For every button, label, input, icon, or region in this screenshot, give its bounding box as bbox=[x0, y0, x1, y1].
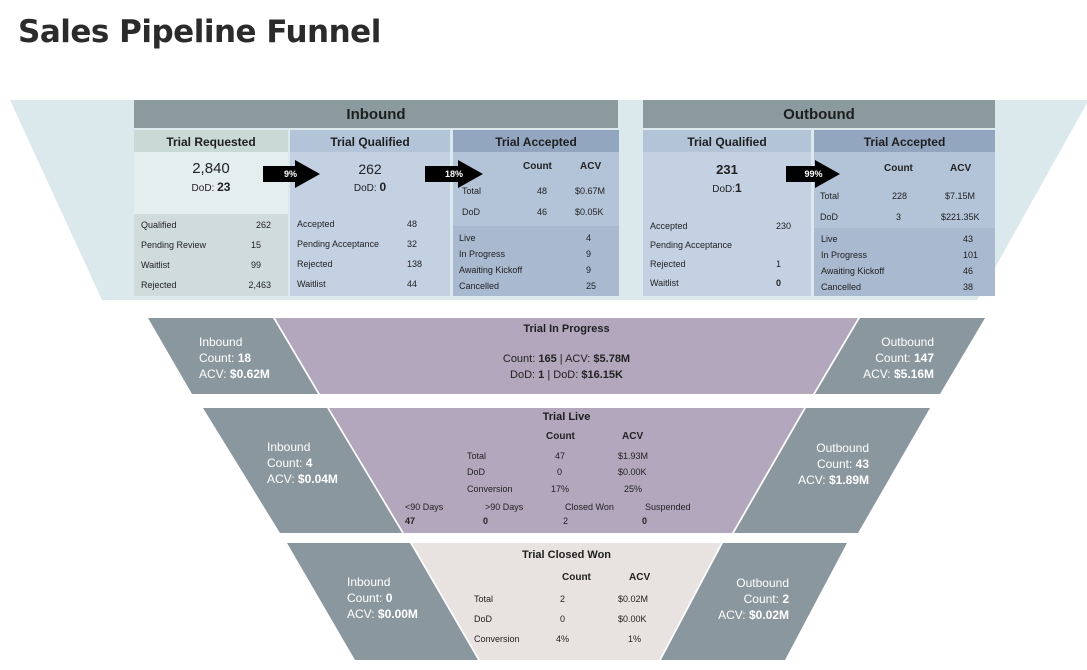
trial-requested-body bbox=[134, 214, 288, 296]
inbound-accepted-dod-acv: $0.05K bbox=[575, 207, 604, 217]
inbound-header: Inbound bbox=[346, 106, 406, 123]
inbound-accepted-dod-label: DoD bbox=[462, 207, 481, 217]
inbound-accepted-total-count: 48 bbox=[537, 186, 548, 196]
in-progress-outbound-summary: Outbound Count: 147 ACV: $5.16M bbox=[863, 335, 934, 381]
closed-won-title: Trial Closed Won bbox=[521, 549, 612, 561]
closed-won-center-panel bbox=[412, 543, 721, 660]
outbound-accepted-col-count: Count bbox=[884, 163, 913, 174]
inbound-trial-accepted-top bbox=[453, 152, 619, 226]
trial-requested-count: 2,840 bbox=[192, 160, 230, 177]
inbound-trial-qualified-head bbox=[290, 130, 450, 152]
outbound-accepted-col-acv: ACV bbox=[950, 163, 972, 174]
live-title: Trial Live bbox=[542, 411, 591, 423]
live-outbound-summary: Outbound Count: 43 ACV: $1.89M bbox=[798, 441, 869, 487]
live-inbound-summary: Inbound Count: 4 ACV: $0.04M bbox=[267, 440, 338, 486]
trial-requested-dod: DoD: 23 bbox=[191, 180, 231, 194]
bucket-value: 2 bbox=[563, 516, 569, 526]
in-progress-right-panel bbox=[815, 318, 985, 394]
inbound-trial-qualified-title: Trial Qualified bbox=[330, 135, 410, 149]
outbound-accepted-total-acv: $7.15M bbox=[945, 191, 976, 201]
closed-won-right-panel bbox=[661, 543, 847, 660]
in-progress-dod-line: DoD: 1 | DoD: $16.15K bbox=[510, 369, 623, 381]
arrow-inbound-1-label: 9% bbox=[283, 169, 297, 179]
bucket-value: 0 bbox=[642, 516, 648, 526]
inbound-trial-qualified-body bbox=[290, 152, 450, 296]
outbound-trial-qualified-dod: DoD:1 bbox=[712, 181, 742, 195]
live-buckets: <90 Days 47 >90 Days 0 Closed Won 2 Susp… bbox=[405, 502, 725, 532]
in-progress-center-panel bbox=[275, 318, 858, 394]
inbound-trial-accepted-body bbox=[453, 226, 619, 296]
outbound-accepted-dod-label: DoD bbox=[820, 212, 839, 222]
bucket-value: 0 bbox=[483, 516, 489, 526]
bucket-label: <90 Days bbox=[405, 502, 444, 512]
arrow-outbound-1-label: 99% bbox=[804, 169, 823, 179]
inbound-accepted-dod-count: 46 bbox=[537, 207, 548, 217]
trial-requested-count-box bbox=[134, 152, 288, 214]
in-progress-left-panel bbox=[148, 318, 318, 394]
closed-won-col-acv: ACV bbox=[629, 572, 651, 583]
outbound-trial-accepted-top bbox=[814, 152, 995, 228]
inbound-header-bar bbox=[134, 100, 618, 128]
inbound-accepted-total-label: Total bbox=[462, 186, 482, 196]
inbound-accepted-total-acv: $0.67M bbox=[575, 186, 606, 196]
arrow-inbound-2 bbox=[425, 160, 483, 188]
outbound-trial-accepted-title: Trial Accepted bbox=[863, 135, 946, 149]
live-col-acv: ACV bbox=[622, 431, 644, 442]
in-progress-title: Trial In Progress bbox=[523, 323, 610, 335]
page-title: Sales Pipeline Funnel bbox=[18, 14, 381, 50]
outbound-accepted-dod-acv: $221.35K bbox=[941, 212, 980, 222]
outbound-trial-qualified-title: Trial Qualified bbox=[687, 135, 767, 149]
arrow-inbound-2-label: 18% bbox=[444, 169, 463, 179]
inbound-trial-accepted-title: Trial Accepted bbox=[495, 135, 577, 149]
closed-won-left-panel bbox=[287, 543, 478, 660]
outbound-header: Outbound bbox=[783, 106, 855, 123]
arrow-outbound-1 bbox=[786, 160, 840, 188]
inbound-trial-qualified-dod: DoD: 0 bbox=[353, 180, 387, 194]
arrow-inbound-1 bbox=[263, 160, 320, 188]
in-progress-count-line: Count: 165 | ACV: $5.78M bbox=[502, 353, 631, 365]
outbound-trial-accepted-head bbox=[814, 130, 995, 152]
closed-won-col-count: Count bbox=[562, 572, 591, 583]
inbound-accepted-col-count: Count bbox=[523, 161, 552, 172]
closed-won-outbound-summary: Outbound Count: 2 ACV: $0.02M bbox=[718, 576, 789, 622]
live-left-panel bbox=[203, 408, 402, 533]
outbound-trial-accepted-body bbox=[814, 228, 995, 296]
inbound-accepted-col-acv: ACV bbox=[580, 161, 602, 172]
bucket-value: 47 bbox=[405, 516, 416, 526]
in-progress-inbound-summary: Inbound Count: 18 ACV: $0.62M bbox=[199, 335, 270, 381]
outbound-accepted-total-count: 228 bbox=[892, 191, 908, 201]
live-center-panel bbox=[329, 408, 804, 533]
bucket-label: Closed Won bbox=[565, 502, 614, 512]
bucket-label: Suspended bbox=[645, 502, 691, 512]
inbound-trial-qualified-count: 262 bbox=[358, 161, 382, 177]
outbound-trial-qualified-body bbox=[643, 152, 811, 296]
bucket-label: >90 Days bbox=[485, 502, 524, 512]
outbound-accepted-dod-count: 3 bbox=[896, 212, 902, 222]
outbound-trial-qualified-head bbox=[643, 130, 811, 152]
outbound-trial-qualified-count: 231 bbox=[716, 162, 738, 177]
inbound-trial-accepted-head bbox=[453, 130, 619, 152]
live-right-panel bbox=[734, 408, 930, 533]
trial-requested-head bbox=[134, 130, 288, 152]
trial-requested-title: Trial Requested bbox=[166, 135, 256, 149]
outbound-header-bar bbox=[643, 100, 995, 128]
outbound-accepted-total-label: Total bbox=[820, 191, 840, 201]
live-col-count: Count bbox=[546, 431, 575, 442]
closed-won-inbound-summary: Inbound Count: 0 ACV: $0.00M bbox=[347, 575, 418, 621]
